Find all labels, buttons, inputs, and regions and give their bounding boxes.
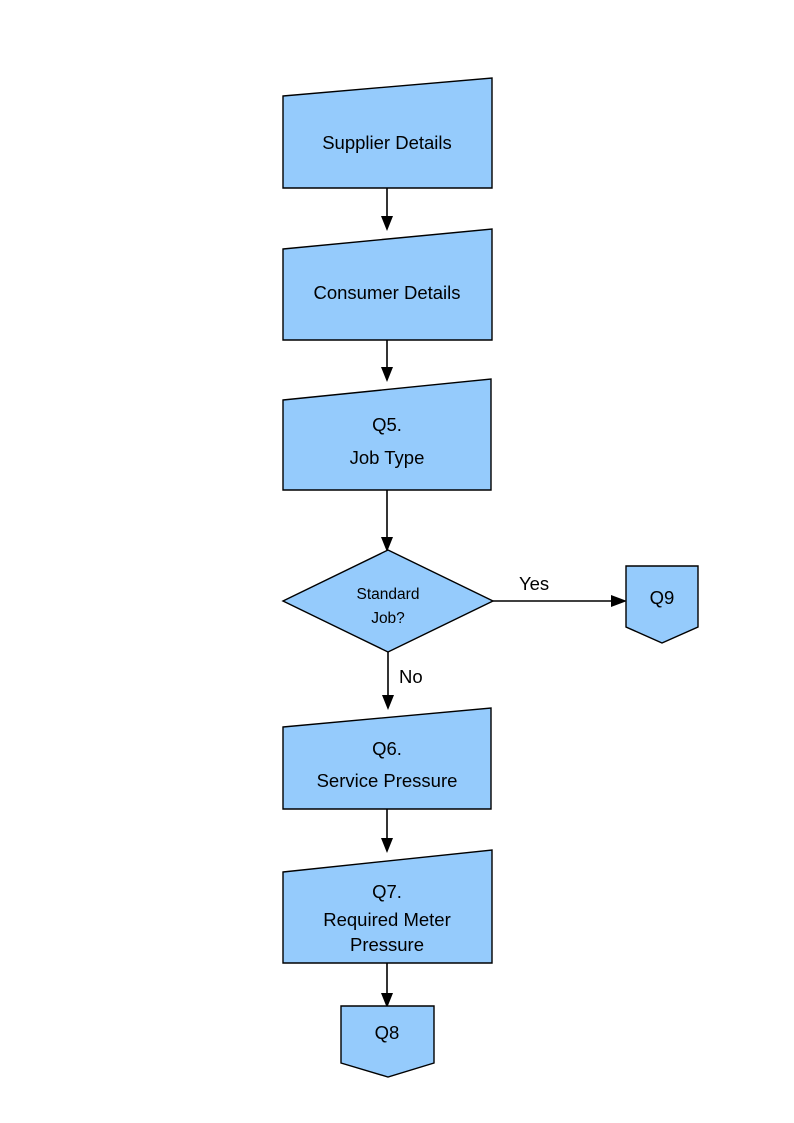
arrow-head-icon (382, 695, 394, 710)
edge-q7-to-q8 (381, 963, 393, 1008)
edge-consumer-to-q5 (381, 340, 393, 382)
arrow-head-icon (611, 595, 627, 607)
q5-job-type-shape[interactable] (282, 378, 492, 491)
node-q9-connector[interactable]: Q9 (625, 565, 699, 644)
edge-supplier-to-consumer (381, 188, 393, 231)
q9-connector-shape[interactable] (625, 565, 699, 644)
edge-q6-to-q7 (381, 809, 393, 853)
q8-connector-label: Q8 (375, 1022, 400, 1043)
q5-job-type-label-line1: Q5. (372, 414, 402, 435)
node-q8-connector[interactable]: Q8 (340, 1005, 435, 1078)
edge-decision-to-q6: No (382, 652, 423, 710)
q5-job-type-label-line2: Job Type (350, 447, 425, 468)
supplier-details-label: Supplier Details (322, 132, 452, 153)
node-supplier-details[interactable]: Supplier Details (282, 77, 493, 189)
standard-job-decision-label-line2: Job? (371, 610, 405, 627)
q8-connector-shape[interactable] (340, 1005, 435, 1078)
edge-label-yes: Yes (519, 573, 549, 594)
node-consumer-details[interactable]: Consumer Details (282, 228, 493, 341)
q7-label-line3: Pressure (350, 934, 424, 955)
edge-label-no: No (399, 666, 423, 687)
arrow-head-icon (381, 537, 393, 552)
edge-decision-to-q9: Yes (493, 573, 627, 607)
q7-required-meter-pressure-shape[interactable] (282, 849, 493, 964)
arrow-head-icon (381, 993, 393, 1008)
arrow-head-icon (381, 838, 393, 853)
consumer-details-label: Consumer Details (313, 282, 460, 303)
q6-service-pressure-shape[interactable] (282, 707, 492, 810)
q9-connector-label: Q9 (650, 587, 675, 608)
standard-job-decision-label-line1: Standard (357, 586, 420, 603)
supplier-details-shape[interactable] (282, 77, 493, 189)
q6-service-pressure-label-line1: Q6. (372, 738, 402, 759)
node-q6-service-pressure[interactable]: Q6. Service Pressure (282, 707, 492, 810)
edge-q5-to-decision (381, 490, 393, 552)
node-q7-required-meter-pressure[interactable]: Q7. Required Meter Pressure (282, 849, 493, 964)
q7-label-line1: Q7. (372, 881, 402, 902)
node-standard-job-decision[interactable]: Standard Job? (281, 549, 495, 653)
arrow-head-icon (381, 367, 393, 382)
q6-service-pressure-label-line2: Service Pressure (317, 770, 458, 791)
q7-label-line2: Required Meter (323, 909, 451, 930)
arrow-head-icon (381, 216, 393, 231)
consumer-details-shape[interactable] (282, 228, 493, 341)
node-q5-job-type[interactable]: Q5. Job Type (282, 378, 492, 491)
